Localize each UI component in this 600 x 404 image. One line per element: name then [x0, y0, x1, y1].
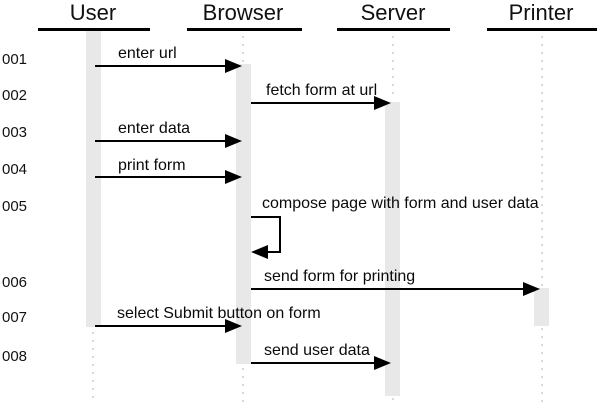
actor-underline-browser [187, 28, 302, 31]
message-label-send-form-printing: send form for printing [264, 268, 416, 285]
arrowhead-left-icon [251, 245, 268, 259]
arrowhead-right-icon [225, 319, 242, 333]
message-label-print-form: print form [118, 157, 186, 174]
actor-browser: Browser [202, 0, 284, 25]
row-number-007: 007 [2, 309, 28, 326]
lifeline-printer-top [541, 36, 543, 286]
lifeline-printer-bottom [541, 328, 543, 404]
message-label-fetch-form: fetch form at url [266, 82, 378, 99]
actor-user: User [69, 0, 117, 25]
row-number-005: 005 [2, 198, 28, 215]
row-number-006: 006 [2, 274, 28, 291]
message-arrow-enter-data [95, 140, 228, 142]
message-arrow-print-form [95, 176, 228, 178]
message-arrow-send-form-printing [251, 288, 526, 290]
arrowhead-right-icon [374, 96, 391, 110]
message-label-send-user-data: send user data [264, 342, 370, 359]
self-message-loop-bottom [264, 251, 281, 253]
message-arrow-enter-url [95, 65, 228, 67]
self-message-loop-side [279, 216, 281, 253]
activation-bar-server [385, 102, 400, 396]
arrowhead-right-icon [225, 170, 242, 184]
lifeline-server-bottom [392, 398, 394, 404]
lifeline-browser-top [242, 36, 244, 64]
arrowhead-right-icon [523, 282, 540, 296]
actor-printer: Printer [508, 0, 574, 25]
arrowhead-right-icon [225, 59, 242, 73]
row-number-001: 001 [2, 51, 28, 68]
message-arrow-select-submit [95, 325, 228, 327]
lifeline-user-bottom [92, 332, 94, 400]
lifeline-server-top [392, 36, 394, 100]
message-arrow-fetch-form [251, 102, 377, 104]
row-number-002: 002 [2, 87, 28, 104]
row-number-004: 004 [2, 161, 28, 178]
message-label-enter-url: enter url [118, 45, 177, 62]
self-message-loop-top [251, 216, 281, 218]
message-label-select-submit: select Submit button on form [117, 305, 321, 322]
row-number-003: 003 [2, 124, 28, 141]
lifeline-browser-bottom [242, 368, 244, 404]
actor-underline-server [337, 28, 450, 31]
actor-server: Server [360, 0, 426, 25]
arrowhead-right-icon [225, 134, 242, 148]
row-number-008: 008 [2, 348, 28, 365]
message-arrow-send-user-data [251, 362, 377, 364]
actor-underline-printer [487, 28, 597, 31]
arrowhead-right-icon [374, 356, 391, 370]
message-label-enter-data: enter data [118, 120, 191, 137]
message-label-compose-page: compose page with form and user data [262, 195, 539, 212]
actor-underline-user [38, 28, 150, 31]
activation-bar-user [86, 30, 101, 327]
activation-bar-printer [534, 288, 549, 326]
